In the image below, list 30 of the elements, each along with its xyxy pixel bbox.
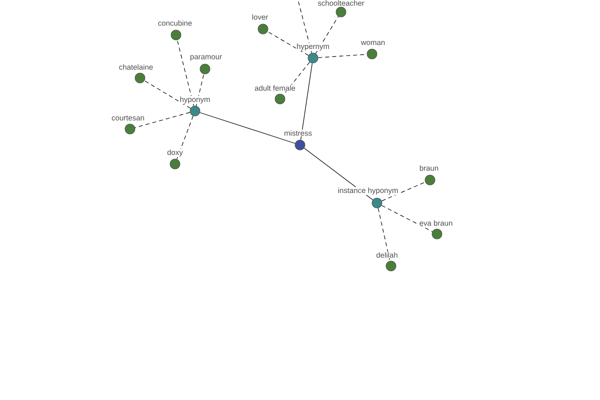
graph-node — [190, 106, 200, 116]
connector-line — [196, 74, 204, 106]
graph-node — [336, 6, 346, 18]
connector-line — [298, 0, 312, 54]
connector-line — [144, 80, 191, 109]
graph-node — [170, 158, 180, 170]
graph-node — [372, 198, 382, 208]
graph-node — [200, 64, 210, 74]
graph-node — [258, 24, 268, 34]
connector-line — [381, 205, 433, 232]
graph-node — [134, 72, 146, 84]
graph-node — [308, 52, 318, 64]
connector-line — [315, 16, 339, 54]
connector-line — [300, 62, 313, 140]
graph-node — [170, 30, 182, 40]
connector-line — [134, 112, 190, 128]
connector-line — [200, 112, 296, 144]
graph-node — [366, 48, 378, 60]
connector-line — [267, 31, 309, 56]
connector-line — [378, 208, 390, 262]
graph-node — [386, 260, 396, 272]
graph-node — [432, 228, 442, 240]
connector-line — [283, 62, 310, 96]
connector-line — [176, 116, 194, 160]
graph-node — [274, 94, 286, 104]
graph-node — [424, 174, 436, 186]
connector-line — [382, 182, 426, 202]
graph-node — [294, 140, 306, 150]
connector-line — [176, 40, 194, 106]
graph-node — [124, 124, 136, 134]
